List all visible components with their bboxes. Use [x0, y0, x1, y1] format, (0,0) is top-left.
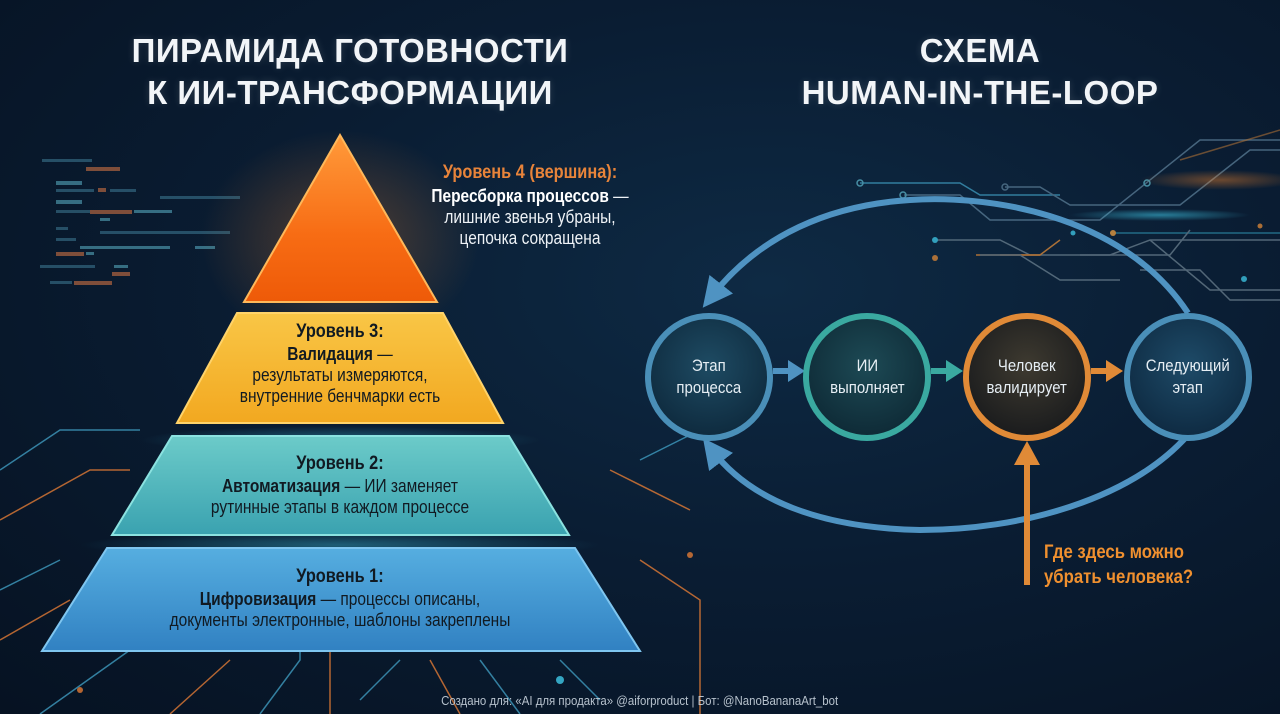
pyramid-tier-1: [40, 547, 642, 652]
pyramid-tier-4: [242, 133, 439, 303]
tier-2-label: Уровень 2: Автоматизация — ИИ заменяет р…: [140, 452, 540, 518]
dash: —: [320, 589, 337, 609]
footer-credit: Создано для: «AI для продакта» @aiforpro…: [400, 693, 880, 708]
node-ai-executes: ИИ выполняет: [803, 313, 931, 441]
node-4-line1: Следующий: [1146, 356, 1230, 375]
tier-3-label: Уровень 3: Валидация — результаты измеря…: [190, 320, 490, 407]
circuit-traces-right: [856, 129, 1280, 301]
tier-4-label: Уровень 4 (вершина): Пересборка процессо…: [380, 160, 680, 249]
tier-2-desc-line2: рутинные этапы в каждом процессе: [210, 497, 470, 517]
node-2-line2: выполняет: [829, 378, 905, 397]
tier-2-desc-line1: ИИ заменяет: [364, 476, 458, 496]
tier-2-level: Уровень 2:: [296, 453, 384, 474]
tier-4-desc-line2: цепочка сокращена: [459, 228, 601, 248]
tier-4-level: Уровень 4 (вершина):: [442, 162, 618, 183]
tier-3-desc-line1: результаты измеряются,: [252, 365, 428, 385]
tier-4-desc-line1: лишние звенья убраны,: [444, 207, 616, 227]
pyramid-tier-2: [110, 435, 571, 536]
dash: —: [344, 476, 361, 496]
tier-3-desc-line2: внутренние бенчмарки есть: [239, 386, 441, 406]
tier-3-level: Уровень 3:: [296, 321, 384, 342]
pyramid-title-line1: ПИРАМИДА ГОТОВНОСТИ: [131, 32, 569, 69]
loop-arc-bottom: [702, 433, 1191, 534]
node-3-line2: валидирует: [986, 378, 1068, 397]
node-process-stage: Этап процесса: [645, 313, 773, 441]
dash: —: [613, 186, 629, 206]
remove-human-question: Где здесь можно убрать человека?: [1044, 540, 1213, 590]
tier-1-label: Уровень 1: Цифровизация — процессы описа…: [70, 565, 610, 631]
hitl-title-line2: HUMAN-IN-THE-LOOP: [801, 74, 1159, 111]
tier-1-desc-line1-wrap: Цифровизация — процессы описаны,: [108, 589, 572, 610]
pyramid-title: ПИРАМИДА ГОТОВНОСТИ К ИИ-ТРАНСФОРМАЦИИ: [100, 30, 600, 114]
tier-1-desc-line1: процессы описаны,: [340, 589, 481, 609]
dash: —: [377, 344, 393, 364]
tier-2-term: Автоматизация: [222, 476, 341, 496]
footer-credit-text: Создано для: «AI для продакта» @aiforpro…: [441, 693, 839, 708]
hitl-title: СХЕМА HUMAN-IN-THE-LOOP: [760, 30, 1200, 114]
question-line1: Где здесь можно: [1044, 542, 1184, 563]
tier-4-desc-line0: Пересборка процессов —: [401, 186, 659, 207]
hitl-title-line1: СХЕМА: [919, 32, 1041, 69]
tier-4-term: Пересборка процессов: [431, 186, 609, 206]
node-1-line2: процесса: [676, 378, 742, 397]
node-4-line2: этап: [1172, 378, 1204, 397]
pyramid-title-line2: К ИИ-ТРАНСФОРМАЦИИ: [147, 74, 553, 111]
tier-2-desc-line1-wrap: Автоматизация — ИИ заменяет: [168, 476, 512, 497]
pyramid-tier-3: [175, 312, 505, 424]
node-human-validates: Человек валидирует: [963, 313, 1091, 441]
tier-3-term: Валидация: [287, 344, 373, 364]
question-line2: убрать человека?: [1044, 567, 1194, 588]
tier-3-term-line: Валидация —: [211, 344, 469, 365]
tier-1-desc-line2: документы электронные, шаблоны закреплен…: [169, 610, 511, 630]
node-1-line1: Этап: [692, 356, 726, 375]
node-3-line1: Человек: [998, 356, 1056, 375]
loop-arc-top: [702, 196, 1191, 315]
node-2-line1: ИИ: [856, 356, 878, 375]
tier-1-term: Цифровизация: [199, 589, 317, 609]
tier-1-level: Уровень 1:: [296, 566, 384, 587]
node-next-stage: Следующий этап: [1124, 313, 1252, 441]
